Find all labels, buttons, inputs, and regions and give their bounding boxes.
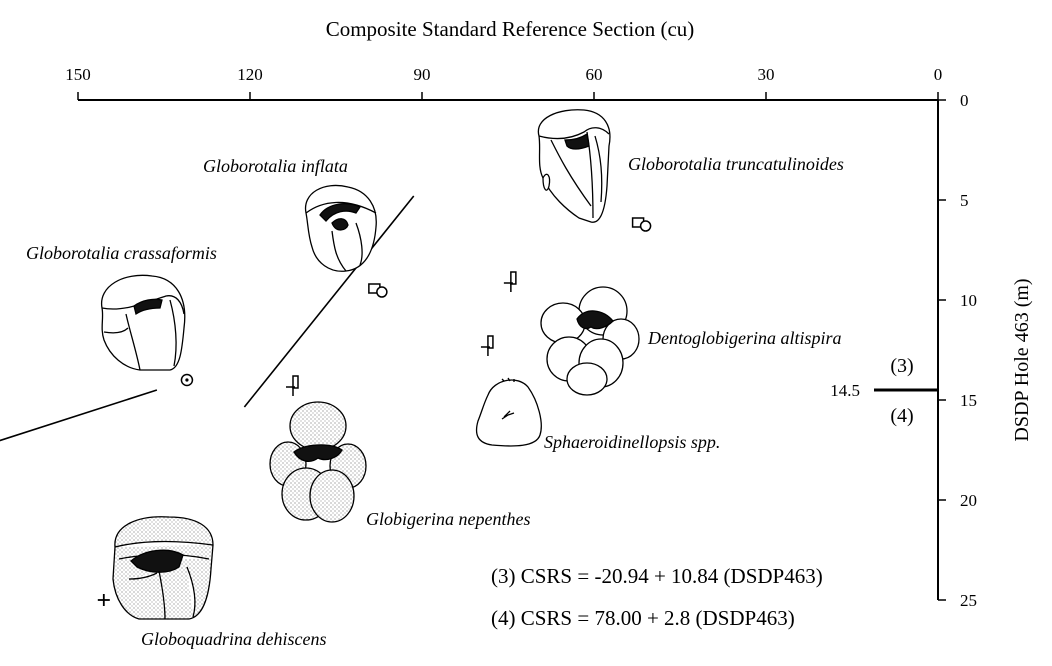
equation-4: (4) CSRS = 78.00 + 2.8 (DSDP463) [491, 606, 795, 630]
point-marker-spp [480, 335, 494, 356]
foram-inflata-icon [304, 184, 377, 272]
species-label-sphaeroidinellopsis: Sphaeroidinellopsis spp. [544, 432, 720, 452]
y-tick-label-5: 5 [960, 191, 969, 210]
marker-bar [292, 375, 299, 389]
x-tick-label-150: 150 [65, 65, 91, 84]
marker-circle [639, 220, 652, 232]
x-tick-label-30: 30 [758, 65, 775, 84]
point-marker-inflata [368, 283, 388, 298]
foram-crassaformis-icon [101, 274, 186, 371]
marker-bar [487, 335, 494, 349]
y-axis-ticks: 0 5 10 15 20 25 [938, 91, 977, 610]
foram-sphaeroidinellopsis-icon [475, 377, 542, 447]
y-tick-label-10: 10 [960, 291, 977, 310]
x-axis-ticks: 150 120 90 60 30 0 [65, 65, 942, 100]
point-marker-dehiscens [97, 594, 110, 606]
species-label-nepenthes: Globigerina nepenthes [366, 509, 530, 529]
regression-line-3 [0, 389, 158, 442]
boundary-above-label: (3) [890, 355, 913, 377]
species-label-altispira: Dentoglobigerina altispira [647, 328, 842, 348]
regression-line-4 [243, 195, 415, 408]
point-marker-crassaformis [180, 373, 194, 387]
boundary-marker: 14.5 (3) (4) [830, 355, 938, 427]
x-tick-label-60: 60 [586, 65, 603, 84]
species-label-truncatulinoides: Globorotalia truncatulinoides [628, 154, 844, 174]
axes [78, 99, 939, 600]
marker-bar [510, 271, 517, 285]
species-markers [97, 217, 652, 606]
chart-title: Composite Standard Reference Section (cu… [326, 17, 695, 41]
equation-3: (3) CSRS = -20.94 + 10.84 (DSDP463) [491, 564, 823, 588]
foram-dehiscens-icon [112, 516, 214, 620]
regression-lines [0, 195, 415, 442]
species-label-crassaformis: Globorotalia crassaformis [26, 243, 217, 263]
boundary-below-label: (4) [890, 405, 913, 427]
y-tick-label-25: 25 [960, 591, 977, 610]
x-tick-label-90: 90 [414, 65, 431, 84]
point-marker-truncatulinoides [631, 217, 652, 232]
foram-truncatulinoides-icon [537, 109, 611, 223]
foram-altispira-icon [540, 286, 640, 396]
y-axis-label: DSDP Hole 463 (m) [1011, 278, 1033, 441]
y-tick-label-20: 20 [960, 491, 977, 510]
x-tick-label-120: 120 [237, 65, 263, 84]
marker-circle [376, 286, 388, 298]
boundary-depth-label: 14.5 [830, 381, 860, 400]
point-marker-altispira [503, 271, 517, 292]
species-label-inflata: Globorotalia inflata [203, 156, 348, 176]
x-tick-label-0: 0 [934, 65, 943, 84]
y-tick-label-15: 15 [960, 391, 977, 410]
marker-dot [185, 378, 189, 382]
foram-nepenthes-icon [269, 401, 367, 523]
point-marker-nepenthes [286, 375, 299, 396]
species-label-dehiscens: Globoquadrina dehiscens [141, 629, 326, 649]
y-tick-label-0: 0 [960, 91, 969, 110]
